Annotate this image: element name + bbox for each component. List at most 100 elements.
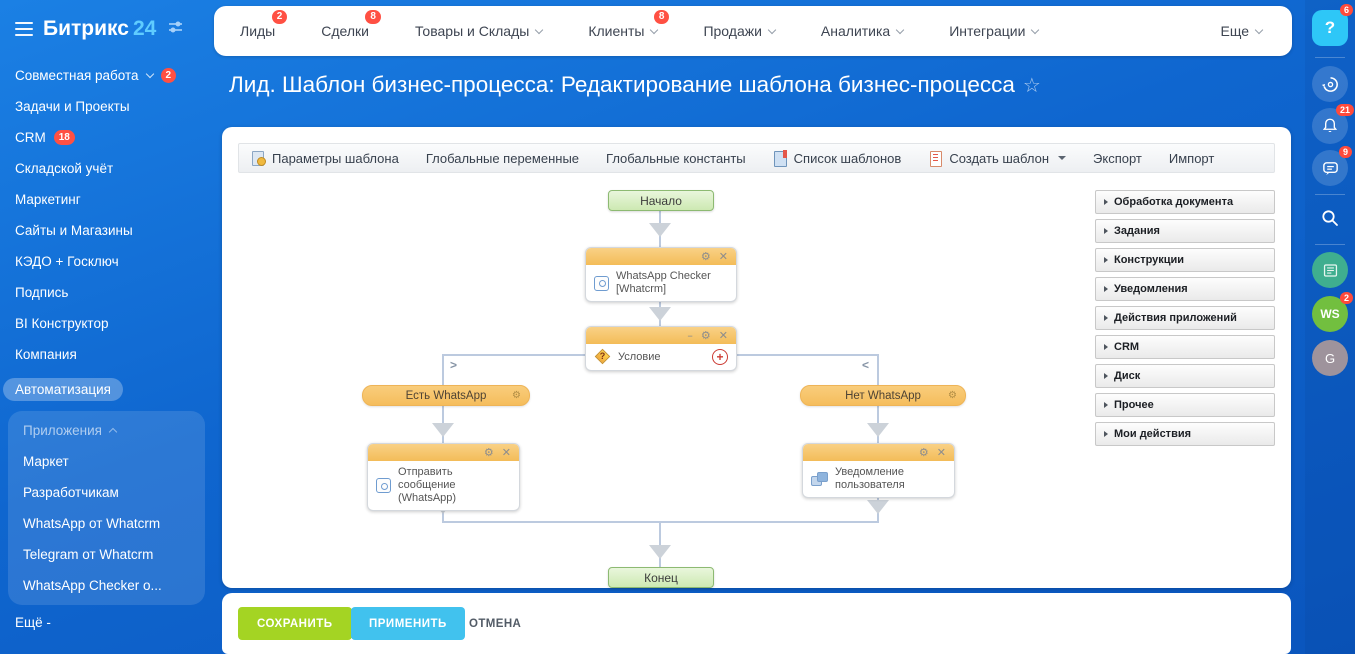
minimize-icon[interactable]: – — [687, 329, 693, 342]
connector-line — [442, 354, 444, 406]
node-header: ⚙ ✕ — [586, 248, 736, 265]
gear-icon[interactable]: ⚙ — [700, 329, 711, 342]
import-button[interactable]: Импорт — [1169, 151, 1214, 166]
sidebar: Битрикс 24 Совместная работа 2 Задачи и … — [0, 0, 213, 654]
sidebar-item-label: BI Конструктор — [15, 316, 109, 331]
sidebar-item-whatsapp-whatcrm[interactable]: WhatsApp от Whatcrm — [16, 508, 205, 539]
branch-label: Есть WhatsApp — [405, 389, 487, 402]
palette-item-other[interactable]: Прочее — [1095, 393, 1275, 417]
messenger-button[interactable] — [1312, 150, 1348, 186]
rail-divider — [1315, 244, 1345, 245]
palette-item-my-actions[interactable]: Мои действия — [1095, 422, 1275, 446]
nav-tab-leads[interactable]: Лиды 2 — [240, 10, 288, 39]
add-branch-button[interactable]: + — [712, 349, 728, 365]
search-button[interactable] — [1312, 200, 1348, 236]
branch-collapse-marker[interactable]: > — [450, 358, 458, 372]
sidebar-item-market[interactable]: Маркет — [16, 446, 205, 477]
whatsapp-checker-node[interactable]: ⚙ ✕ WhatsApp Checker [Whatcrm] — [585, 247, 737, 302]
nav-tab-deals[interactable]: Сделки 8 — [321, 10, 381, 39]
logo-row: Битрикс 24 — [0, 0, 213, 41]
save-button[interactable]: СОХРАНИТЬ — [238, 607, 352, 640]
global-constants-button[interactable]: Глобальные константы — [606, 151, 746, 166]
gear-icon[interactable]: ⚙ — [918, 446, 929, 459]
sidebar-item-telegram-whatcrm[interactable]: Telegram от Whatcrm — [16, 539, 205, 570]
app-activity-icon — [376, 478, 391, 493]
palette-label: Уведомления — [1114, 283, 1188, 295]
chevron-down-icon — [895, 25, 905, 34]
apply-button[interactable]: ПРИМЕНИТЬ — [351, 607, 465, 640]
sliders-icon[interactable] — [168, 20, 183, 39]
brand-logo[interactable]: Битрикс 24 — [43, 17, 156, 41]
g-avatar-label: G — [1324, 350, 1336, 366]
palette-item-tasks[interactable]: Задания — [1095, 219, 1275, 243]
sidebar-item-crm[interactable]: CRM 18 — [0, 122, 213, 153]
create-template-button[interactable]: Создать шаблон — [928, 150, 1067, 167]
sidebar-item-marketing[interactable]: Маркетинг — [0, 184, 213, 215]
sidebar-item-developers[interactable]: Разработчикам — [16, 477, 205, 508]
nav-tab-more[interactable]: Еще — [1221, 23, 1264, 39]
rail-divider — [1315, 57, 1345, 58]
news-button[interactable] — [1312, 252, 1348, 288]
gear-icon[interactable]: ⚙ — [700, 250, 711, 263]
favorite-star-icon[interactable]: ☆ — [1022, 73, 1041, 97]
sidebar-item-apps-header[interactable]: Приложения — [16, 415, 205, 446]
sidebar-item-kedo[interactable]: КЭДО + Госключ — [0, 246, 213, 277]
sidebar-item-collab[interactable]: Совместная работа 2 — [0, 60, 213, 91]
gear-icon[interactable]: ⚙ — [483, 446, 494, 459]
branch-yes-whatsapp[interactable]: Есть WhatsApp ⚙ — [362, 385, 530, 406]
close-icon[interactable]: ✕ — [718, 329, 728, 342]
branch-collapse-marker[interactable]: < — [862, 358, 870, 372]
sidebar-item-sign[interactable]: Подпись — [0, 277, 213, 308]
sidebar-item-automation-active[interactable]: Автоматизация — [0, 370, 213, 409]
toolbar-label: Список шаблонов — [793, 150, 902, 166]
nav-tab-products[interactable]: Товары и Склады — [415, 23, 544, 39]
sidebar-item-sites[interactable]: Сайты и Магазины — [0, 215, 213, 246]
sidebar-item-company[interactable]: Компания — [0, 339, 213, 370]
sidebar-item-inventory[interactable]: Складской учёт — [0, 153, 213, 184]
bp-designer-panel: Параметры шаблона Глобальные переменные … — [222, 127, 1291, 588]
template-list-button[interactable]: Список шаблонов — [773, 149, 902, 167]
branch-no-whatsapp[interactable]: Нет WhatsApp ⚙ — [800, 385, 966, 406]
send-message-node[interactable]: ⚙ ✕ Отправить сообщение (WhatsApp) — [367, 443, 520, 511]
palette-item-disk[interactable]: Диск — [1095, 364, 1275, 388]
hamburger-menu-icon[interactable] — [15, 22, 33, 36]
g-avatar-button[interactable]: G — [1312, 340, 1348, 376]
close-icon[interactable]: ✕ — [718, 250, 728, 263]
palette-item-document-processing[interactable]: Обработка документа — [1095, 190, 1275, 214]
nav-tab-analytics[interactable]: Аналитика — [821, 23, 905, 39]
toolbar-label: Создать шаблон — [949, 150, 1050, 166]
start-node[interactable]: Начало — [608, 190, 714, 211]
node-body: Уведомление пользователя — [803, 461, 954, 497]
condition-node[interactable]: – ⚙ ✕ ? Условие + — [585, 326, 737, 371]
gear-icon[interactable]: ⚙ — [512, 390, 521, 401]
nav-tab-integrations[interactable]: Интеграции — [949, 23, 1040, 39]
global-variables-button[interactable]: Глобальные переменные — [426, 151, 579, 166]
expand-arrow-icon — [1104, 286, 1108, 292]
sidebar-item-whatsapp-checker[interactable]: WhatsApp Checker о... — [16, 570, 205, 601]
nav-tab-clients[interactable]: Клиенты 8 — [588, 10, 670, 39]
expand-arrow-icon — [1104, 373, 1108, 379]
palette-item-app-actions[interactable]: Действия приложений — [1095, 306, 1275, 330]
nav-tab-sales[interactable]: Продажи — [703, 23, 777, 39]
close-icon[interactable]: ✕ — [501, 446, 511, 459]
palette-item-notifications[interactable]: Уведомления — [1095, 277, 1275, 301]
toolbar-label: Глобальные переменные — [425, 150, 580, 166]
cancel-button[interactable]: ОТМЕНА — [469, 617, 522, 630]
nav-tab-label: Сделки — [321, 23, 369, 39]
sidebar-item-label: WhatsApp от Whatcrm — [23, 516, 161, 531]
sidebar-item-more[interactable]: Ещё - — [15, 615, 51, 630]
user-notification-node[interactable]: ⚙ ✕ Уведомление пользователя — [802, 443, 955, 498]
export-button[interactable]: Экспорт — [1093, 151, 1142, 166]
close-icon[interactable]: ✕ — [936, 446, 946, 459]
sidebar-item-label: Приложения — [23, 423, 102, 438]
history-button[interactable] — [1312, 66, 1348, 102]
help-button[interactable]: ? — [1312, 10, 1348, 46]
palette-item-crm[interactable]: CRM — [1095, 335, 1275, 359]
sidebar-item-tasks[interactable]: Задачи и Проекты — [0, 91, 213, 122]
node-body: Отправить сообщение (WhatsApp) — [368, 461, 519, 510]
sidebar-item-bi[interactable]: BI Конструктор — [0, 308, 213, 339]
end-node[interactable]: Конец — [608, 567, 714, 588]
template-params-button[interactable]: Параметры шаблона — [251, 150, 399, 166]
palette-item-constructions[interactable]: Конструкции — [1095, 248, 1275, 272]
gear-icon[interactable]: ⚙ — [948, 390, 957, 401]
